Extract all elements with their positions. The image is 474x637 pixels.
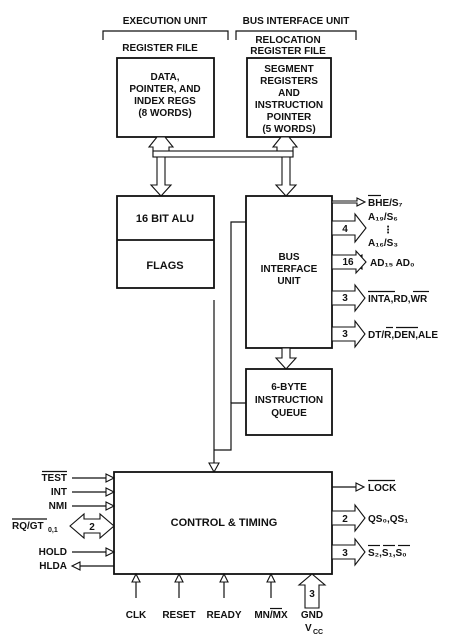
hold-arrow bbox=[105, 547, 116, 557]
lock-arrow bbox=[355, 482, 366, 492]
flags-label: FLAGS bbox=[146, 260, 183, 272]
test-arrow bbox=[105, 473, 116, 483]
control-bottom-signals: CLK RESET READY MN/MX 3 GND V CC bbox=[126, 572, 327, 636]
ready-label: READY bbox=[206, 610, 241, 621]
queue-line-2: INSTRUCTION bbox=[255, 395, 323, 406]
inta-label: INTA,RD,WR bbox=[368, 294, 428, 305]
rqgt-sub: 0,1 bbox=[48, 527, 58, 534]
segment-registers-box bbox=[246, 57, 332, 138]
segment-line-2: REGISTERS bbox=[260, 76, 318, 87]
control-arrow-head bbox=[208, 462, 220, 474]
register-file-line-4: (8 WORDS) bbox=[138, 108, 191, 119]
address-width: 4 bbox=[342, 224, 348, 235]
mnmx-label: MN/MX bbox=[254, 610, 288, 621]
rqgt-width: 2 bbox=[89, 522, 95, 533]
internal-bus-horizontal bbox=[152, 150, 294, 158]
dtr-width: 3 bbox=[342, 329, 348, 340]
hlda-arrow bbox=[70, 561, 81, 571]
rqgt-arrow bbox=[69, 512, 115, 540]
ad-label: AD₁₅ AD₀ bbox=[370, 258, 415, 269]
relocation-title-line-1: RELOCATION bbox=[255, 35, 320, 46]
alu-bus-arrow bbox=[149, 156, 173, 197]
control-right-signals: LOCK 2 QS₀,QS₁ 3 S₂,S₁,S₀ bbox=[331, 479, 410, 567]
qs-arrow bbox=[331, 503, 366, 533]
segment-line-6: (5 WORDS) bbox=[262, 124, 315, 135]
biu-queue-arrow bbox=[274, 347, 298, 370]
inta-width: 3 bbox=[342, 293, 348, 304]
mnmx-arrow bbox=[266, 572, 276, 583]
address-arrow bbox=[331, 212, 367, 244]
a16-label: A₁₆/S₃ bbox=[368, 238, 398, 249]
int-label: INT bbox=[51, 487, 67, 498]
register-file-title: REGISTER FILE bbox=[122, 43, 198, 54]
ad-arrow bbox=[331, 249, 367, 275]
biu-line-1: BUS bbox=[278, 252, 299, 263]
alu-flags-box bbox=[116, 195, 215, 289]
segment-line-5: POINTER bbox=[267, 112, 312, 123]
clk-arrow bbox=[131, 572, 141, 583]
lock-label: LOCK bbox=[368, 483, 397, 494]
biu-line-3: UNIT bbox=[277, 276, 300, 287]
alu-label: 16 BIT ALU bbox=[136, 213, 194, 225]
biu-control-line bbox=[230, 221, 246, 403]
test-label: TEST bbox=[41, 473, 67, 484]
segment-line-3: AND bbox=[278, 88, 300, 99]
register-file-line-2: POINTER, AND bbox=[129, 84, 200, 95]
status-width: 3 bbox=[342, 548, 348, 559]
register-file-line-3: INDEX REGS bbox=[134, 96, 196, 107]
power-width: 3 bbox=[309, 589, 315, 600]
control-left-signals: TEST INT NMI RQ/GT 0,1 2 HOLD HLDA bbox=[12, 470, 116, 572]
nmi-label: NMI bbox=[49, 501, 68, 512]
qs-width: 2 bbox=[342, 514, 348, 525]
queue-line-1: 6-BYTE bbox=[271, 382, 307, 393]
nmi-arrow bbox=[105, 501, 116, 511]
bhe-label: BHE/S₇ bbox=[368, 198, 403, 209]
bhe-arrow bbox=[331, 197, 367, 207]
queue-control-line-1 bbox=[220, 402, 246, 451]
inta-arrow bbox=[331, 283, 366, 313]
hlda-label: HLDA bbox=[39, 561, 67, 572]
reset-arrow bbox=[174, 572, 184, 583]
int-arrow bbox=[105, 487, 116, 497]
register-file-line-1: DATA, bbox=[150, 72, 179, 83]
bus-interface-unit-header: BUS INTERFACE UNIT bbox=[243, 16, 350, 27]
clk-label: CLK bbox=[126, 610, 147, 621]
ready-arrow bbox=[219, 572, 229, 583]
dtr-arrow bbox=[331, 319, 366, 349]
vcc-sub: CC bbox=[313, 629, 323, 636]
ad-width: 16 bbox=[342, 257, 354, 268]
hold-label: HOLD bbox=[39, 547, 67, 558]
dtr-label: DT/R,DEN,ALE bbox=[368, 330, 438, 341]
biu-line-2: INTERFACE bbox=[261, 264, 318, 275]
segment-line-1: SEGMENT bbox=[264, 64, 313, 75]
segment-line-4: INSTRUCTION bbox=[255, 100, 323, 111]
relocation-title-line-2: REGISTER FILE bbox=[250, 46, 326, 57]
status-arrow bbox=[331, 537, 366, 567]
qs-label: QS₀,QS₁ bbox=[368, 514, 408, 525]
control-timing-label: CONTROL & TIMING bbox=[171, 517, 278, 529]
execution-unit-header: EXECUTION UNIT bbox=[123, 16, 207, 27]
address-dots: ⋮ bbox=[383, 225, 393, 236]
rqgt-label: RQ/GT bbox=[12, 521, 44, 532]
power-arrow bbox=[297, 573, 327, 609]
control-timing-box bbox=[113, 471, 333, 575]
biu-bus-arrow bbox=[274, 156, 298, 197]
gnd-label: GND bbox=[301, 610, 323, 621]
execution-unit-bracket bbox=[102, 30, 229, 40]
biu-signals: BHE/S₇ 4 A₁₉/S₆ ⋮ A₁₆/S₃ 16 AD₁₅ AD₀ 3 I… bbox=[331, 194, 438, 349]
status-label: S₂,S₁,S₀ bbox=[368, 548, 407, 559]
reset-label: RESET bbox=[162, 610, 195, 621]
bus-interface-unit-bracket bbox=[235, 30, 357, 40]
vcc-label: V bbox=[305, 623, 312, 634]
queue-line-3: QUEUE bbox=[271, 408, 307, 419]
instruction-queue-box bbox=[245, 368, 333, 436]
a19-label: A₁₉/S₆ bbox=[368, 212, 398, 223]
internal-bus bbox=[147, 136, 299, 197]
